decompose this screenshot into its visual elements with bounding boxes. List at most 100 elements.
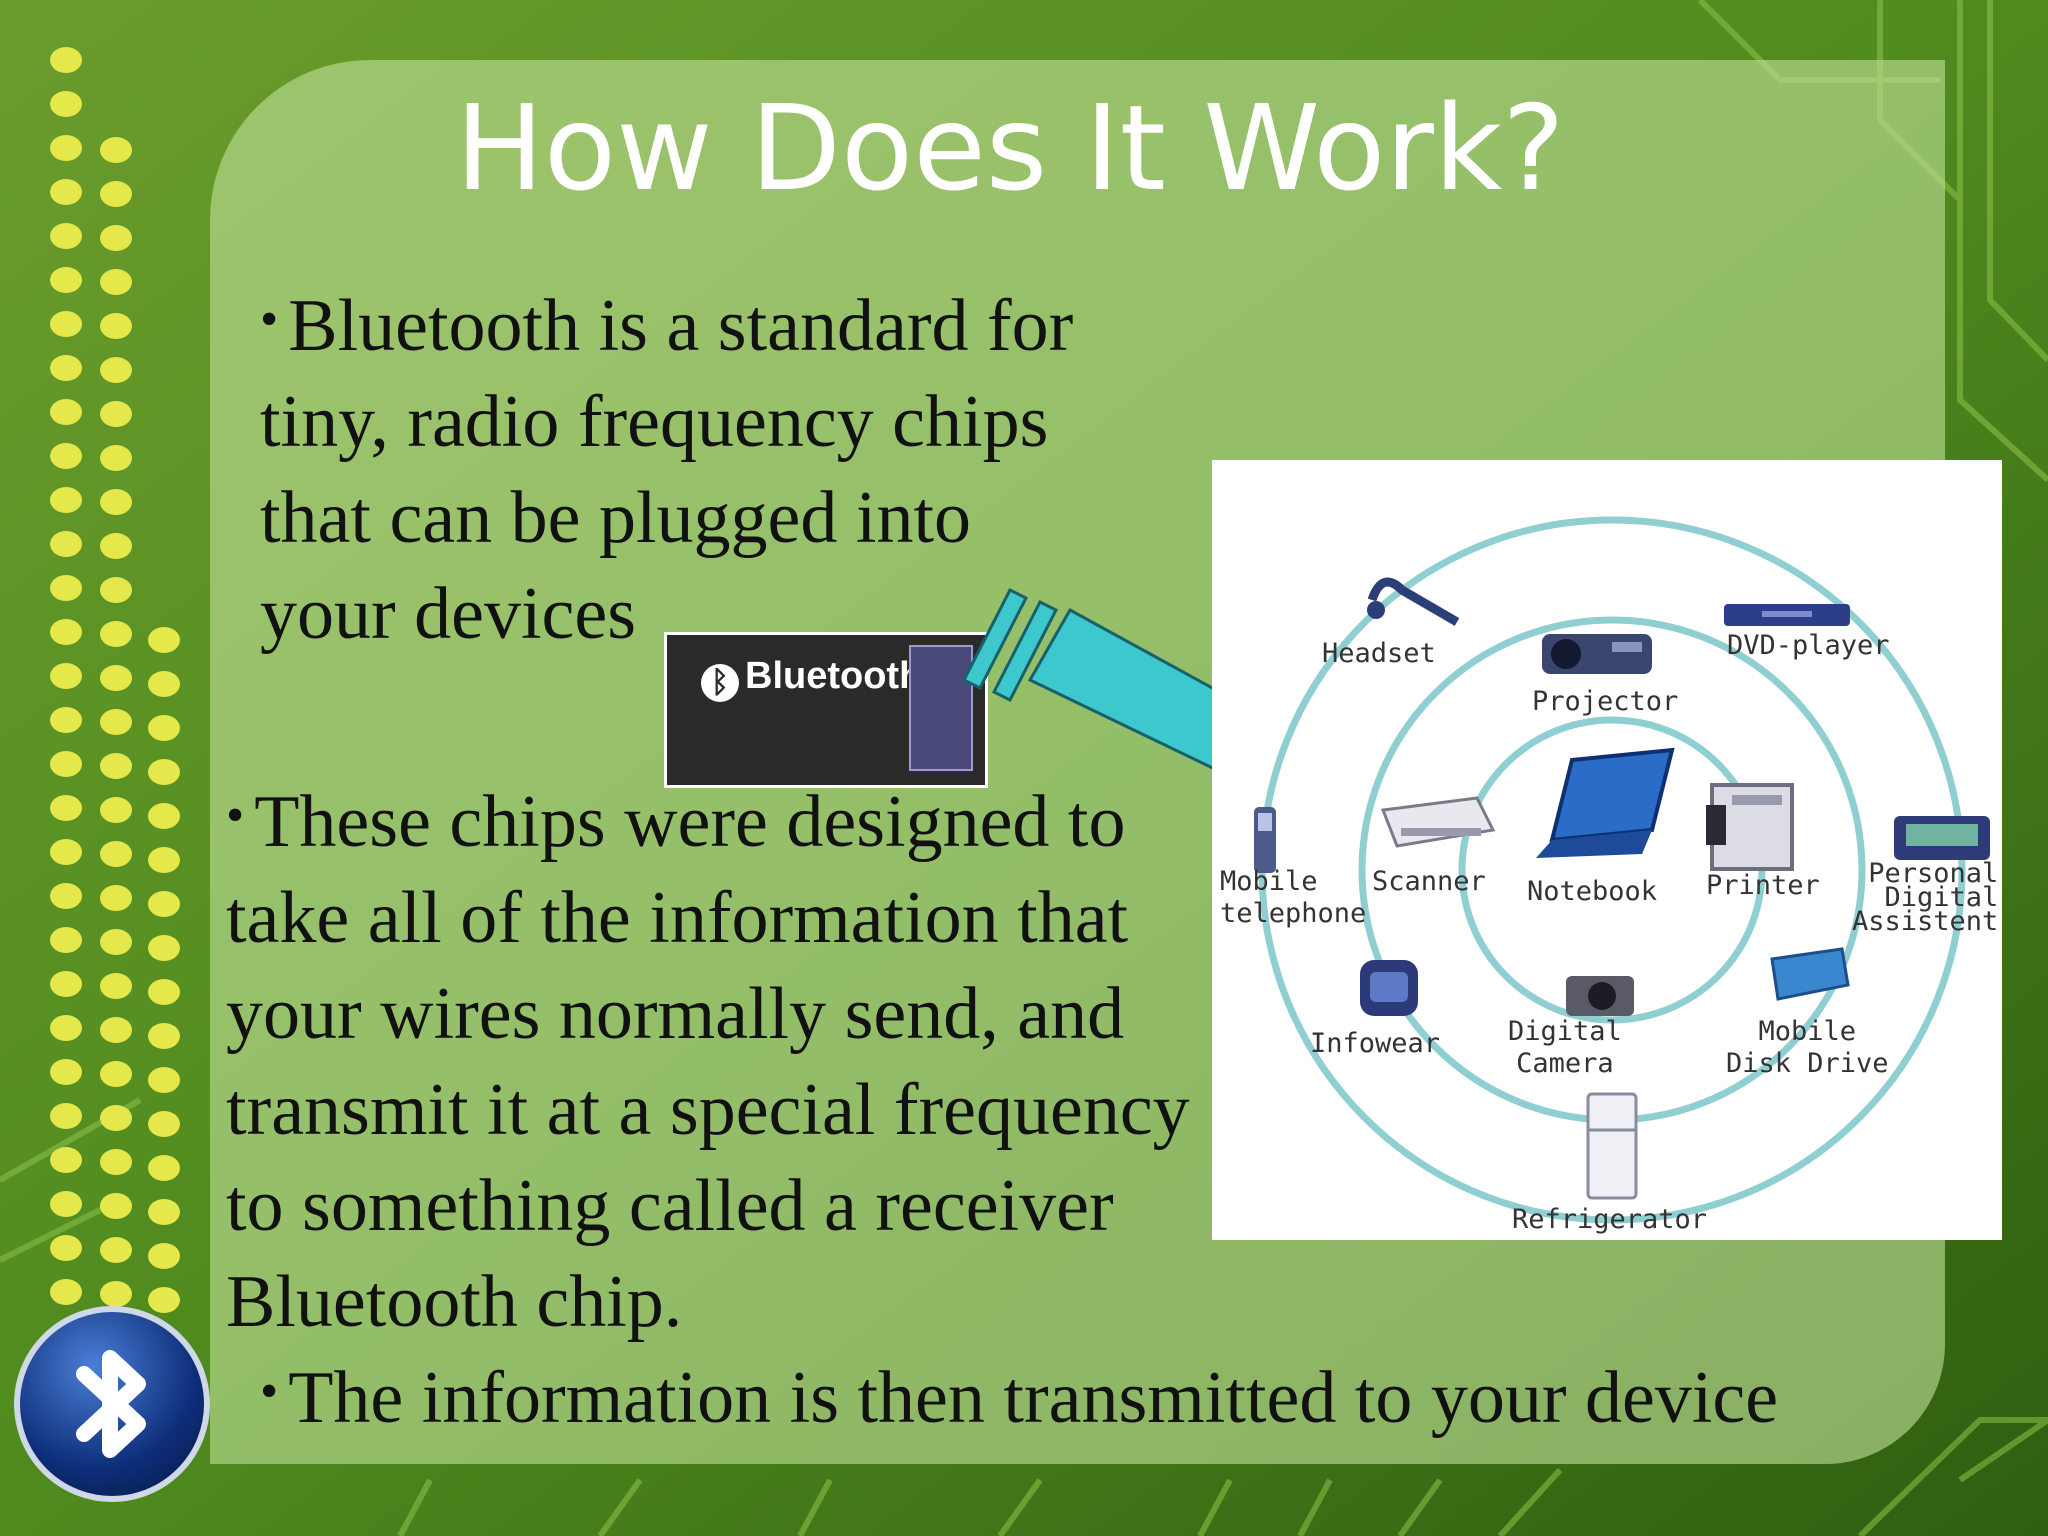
bullet-2-text: These chips were designed to take all of… — [226, 781, 1190, 1343]
pda-icon — [1894, 816, 1990, 860]
projector-icon — [1542, 634, 1652, 674]
label-disk-line2: Disk Drive — [1726, 1048, 1889, 1079]
circuit-dot — [100, 797, 132, 823]
circuit-dot — [50, 927, 82, 953]
circuit-dot — [148, 1287, 180, 1313]
circuit-dot — [100, 1017, 132, 1043]
circuit-dot — [100, 401, 132, 427]
bullet-dot: • — [226, 787, 245, 844]
circuit-dot — [100, 753, 132, 779]
circuit-dot — [50, 91, 82, 117]
slide-title: How Does It Work? — [455, 79, 1565, 217]
infowear-icon — [1360, 960, 1418, 1016]
circuit-dot — [50, 179, 82, 205]
refrigerator-icon — [1586, 1092, 1638, 1200]
circuit-dot — [148, 715, 180, 741]
circuit-dot — [100, 533, 132, 559]
circuit-dot — [100, 709, 132, 735]
circuit-dot — [50, 575, 82, 601]
bullet-1-text: Bluetooth is a standard for tiny, radio … — [260, 285, 1074, 655]
circuit-dot — [148, 847, 180, 873]
label-scanner: Scanner — [1372, 866, 1486, 897]
circuit-dot — [100, 357, 132, 383]
card-brand: Bluetooth — [745, 655, 923, 697]
circuit-dot — [50, 1147, 82, 1173]
scanner-icon — [1380, 796, 1496, 848]
label-mobile-line1: Mobile — [1220, 866, 1318, 897]
circuit-dot — [50, 839, 82, 865]
circuit-dot — [100, 1193, 132, 1219]
circuit-dot — [100, 181, 132, 207]
circuit-dot — [50, 1191, 82, 1217]
circuit-dot — [50, 223, 82, 249]
notebook-icon — [1536, 747, 1675, 858]
circuit-dot — [50, 399, 82, 425]
bluetooth-logo — [14, 1306, 210, 1502]
circuit-dot — [100, 269, 132, 295]
circuit-dot — [148, 891, 180, 917]
label-pda-line3: Assistent — [1852, 906, 1999, 937]
circuit-dot — [100, 1061, 132, 1087]
label-headset: Headset — [1322, 638, 1436, 669]
device-diagram: Headset Projector DVD-player Mobile tele… — [1212, 460, 2002, 1240]
card-label-strip — [909, 645, 973, 771]
label-camera-line1: Digital — [1508, 1016, 1622, 1047]
bullet-3: •The information is then transmitted to … — [260, 1344, 1940, 1446]
circuit-dot — [100, 929, 132, 955]
circuit-dot — [100, 621, 132, 647]
label-mobile-telephone: Mobile telephone — [1220, 866, 1366, 930]
circuit-dot — [148, 759, 180, 785]
circuit-dot — [148, 979, 180, 1005]
circuit-dot — [100, 1105, 132, 1131]
label-mobile-line2: telephone — [1220, 898, 1367, 929]
dvd-player-icon — [1724, 604, 1850, 626]
label-pda-line1: Personal — [1868, 858, 1999, 889]
circuit-dot — [148, 1067, 180, 1093]
circuit-dot — [100, 1281, 132, 1307]
circuit-dot — [50, 1015, 82, 1041]
label-printer: Printer — [1706, 870, 1820, 901]
digital-camera-icon — [1566, 976, 1634, 1016]
label-camera-line2: Camera — [1516, 1048, 1614, 1079]
bullet-3-text: The information is then transmitted to y… — [288, 1357, 1779, 1439]
circuit-dot — [50, 1059, 82, 1085]
circuit-dot — [50, 47, 82, 73]
circuit-dot — [100, 841, 132, 867]
label-mobile-disk-drive: Mobile Disk Drive — [1726, 1016, 1889, 1080]
headset-icon — [1367, 577, 1460, 626]
bullet-1: •Bluetooth is a standard for tiny, radio… — [260, 272, 1120, 662]
circuit-dot — [50, 751, 82, 777]
circuit-dot — [100, 313, 132, 339]
label-refrigerator: Refrigerator — [1512, 1204, 1708, 1235]
printer-icon — [1706, 783, 1794, 871]
circuit-dot — [148, 1023, 180, 1049]
circuit-dot — [100, 489, 132, 515]
circuit-dot — [100, 225, 132, 251]
circuit-dot — [148, 935, 180, 961]
circuit-dot — [148, 1199, 180, 1225]
circuit-dot — [100, 577, 132, 603]
circuit-dot — [100, 1237, 132, 1263]
circuit-dot — [100, 665, 132, 691]
circuit-dot — [148, 671, 180, 697]
circuit-dot — [50, 443, 82, 469]
label-digital-camera: Digital Camera — [1508, 1016, 1622, 1080]
circuit-dot — [50, 971, 82, 997]
circuit-dot — [50, 1279, 82, 1305]
mobile-disk-drive-icon — [1770, 947, 1850, 1001]
mobile-telephone-icon — [1254, 807, 1276, 873]
circuit-dot — [50, 663, 82, 689]
circuit-dot — [50, 795, 82, 821]
label-infowear: Infowear — [1310, 1028, 1441, 1059]
circuit-dot — [148, 803, 180, 829]
bullet-dot: • — [260, 1363, 279, 1420]
circuit-dot — [50, 619, 82, 645]
bluetooth-icon: ᛒ — [701, 664, 739, 702]
bullet-dot: • — [260, 291, 279, 348]
label-dvd-player: DVD-player — [1727, 630, 1890, 661]
bullet-2: •These chips were designed to take all o… — [226, 768, 1226, 1350]
circuit-dot — [100, 1149, 132, 1175]
circuit-dot — [50, 487, 82, 513]
circuit-dot — [50, 267, 82, 293]
